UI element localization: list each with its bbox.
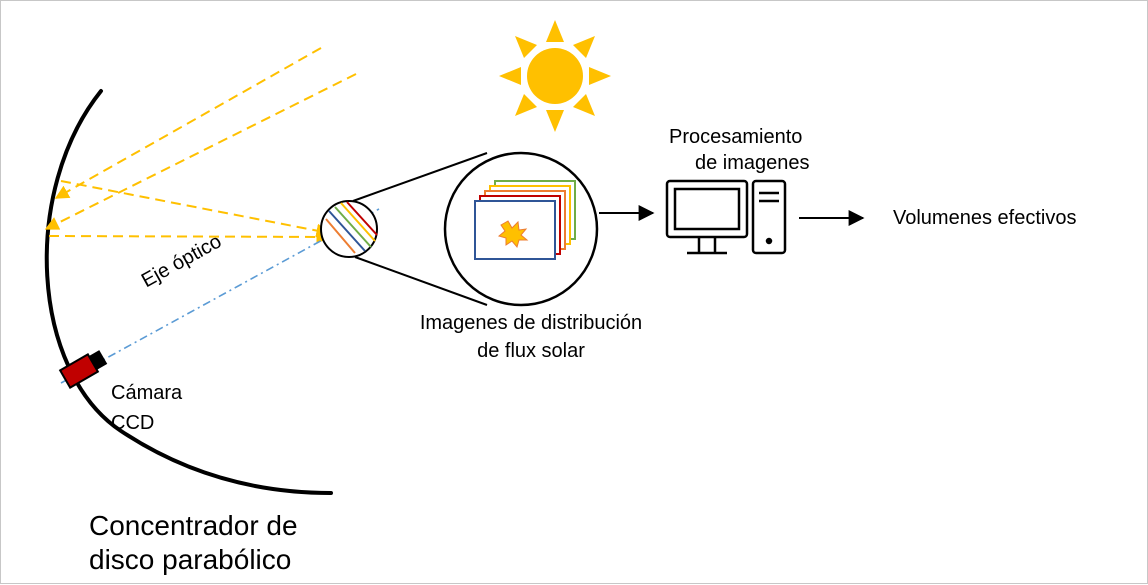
label-effective-volumes: Volumenes efectivos <box>893 207 1077 229</box>
label-camera-line2: CCD <box>111 412 155 434</box>
zoom-line-top <box>352 152 488 202</box>
pc-tower-icon <box>751 179 787 255</box>
ray-incoming-2 <box>44 73 357 230</box>
label-flux-images-line2: de flux solar <box>477 340 585 362</box>
label-flux-images-line1: Imagenes de distribución <box>419 312 643 334</box>
label-dish-line1: Concentrador de <box>89 510 298 541</box>
sun-icon <box>499 20 611 132</box>
label-processing-line2: de imagenes <box>695 152 810 174</box>
parabolic-dish <box>44 89 333 495</box>
label-dish-line2: disco parabólico <box>89 544 292 575</box>
ray-reflected-2 <box>48 229 331 244</box>
reflected-rays <box>48 180 331 244</box>
focal-target <box>320 200 378 258</box>
image-stack <box>474 180 576 260</box>
optical-axis <box>60 208 380 384</box>
ccd-camera-icon <box>58 350 108 390</box>
ray-reflected-1 <box>60 180 331 238</box>
label-camera-line1: Cámara <box>111 382 183 404</box>
incoming-rays <box>44 47 357 230</box>
zoom-line-bottom <box>354 256 488 306</box>
ray-incoming-1 <box>54 47 322 199</box>
label-processing-line1: Procesamiento <box>669 126 803 148</box>
monitor-icon <box>665 179 749 255</box>
flux-spot-icon <box>497 220 529 249</box>
